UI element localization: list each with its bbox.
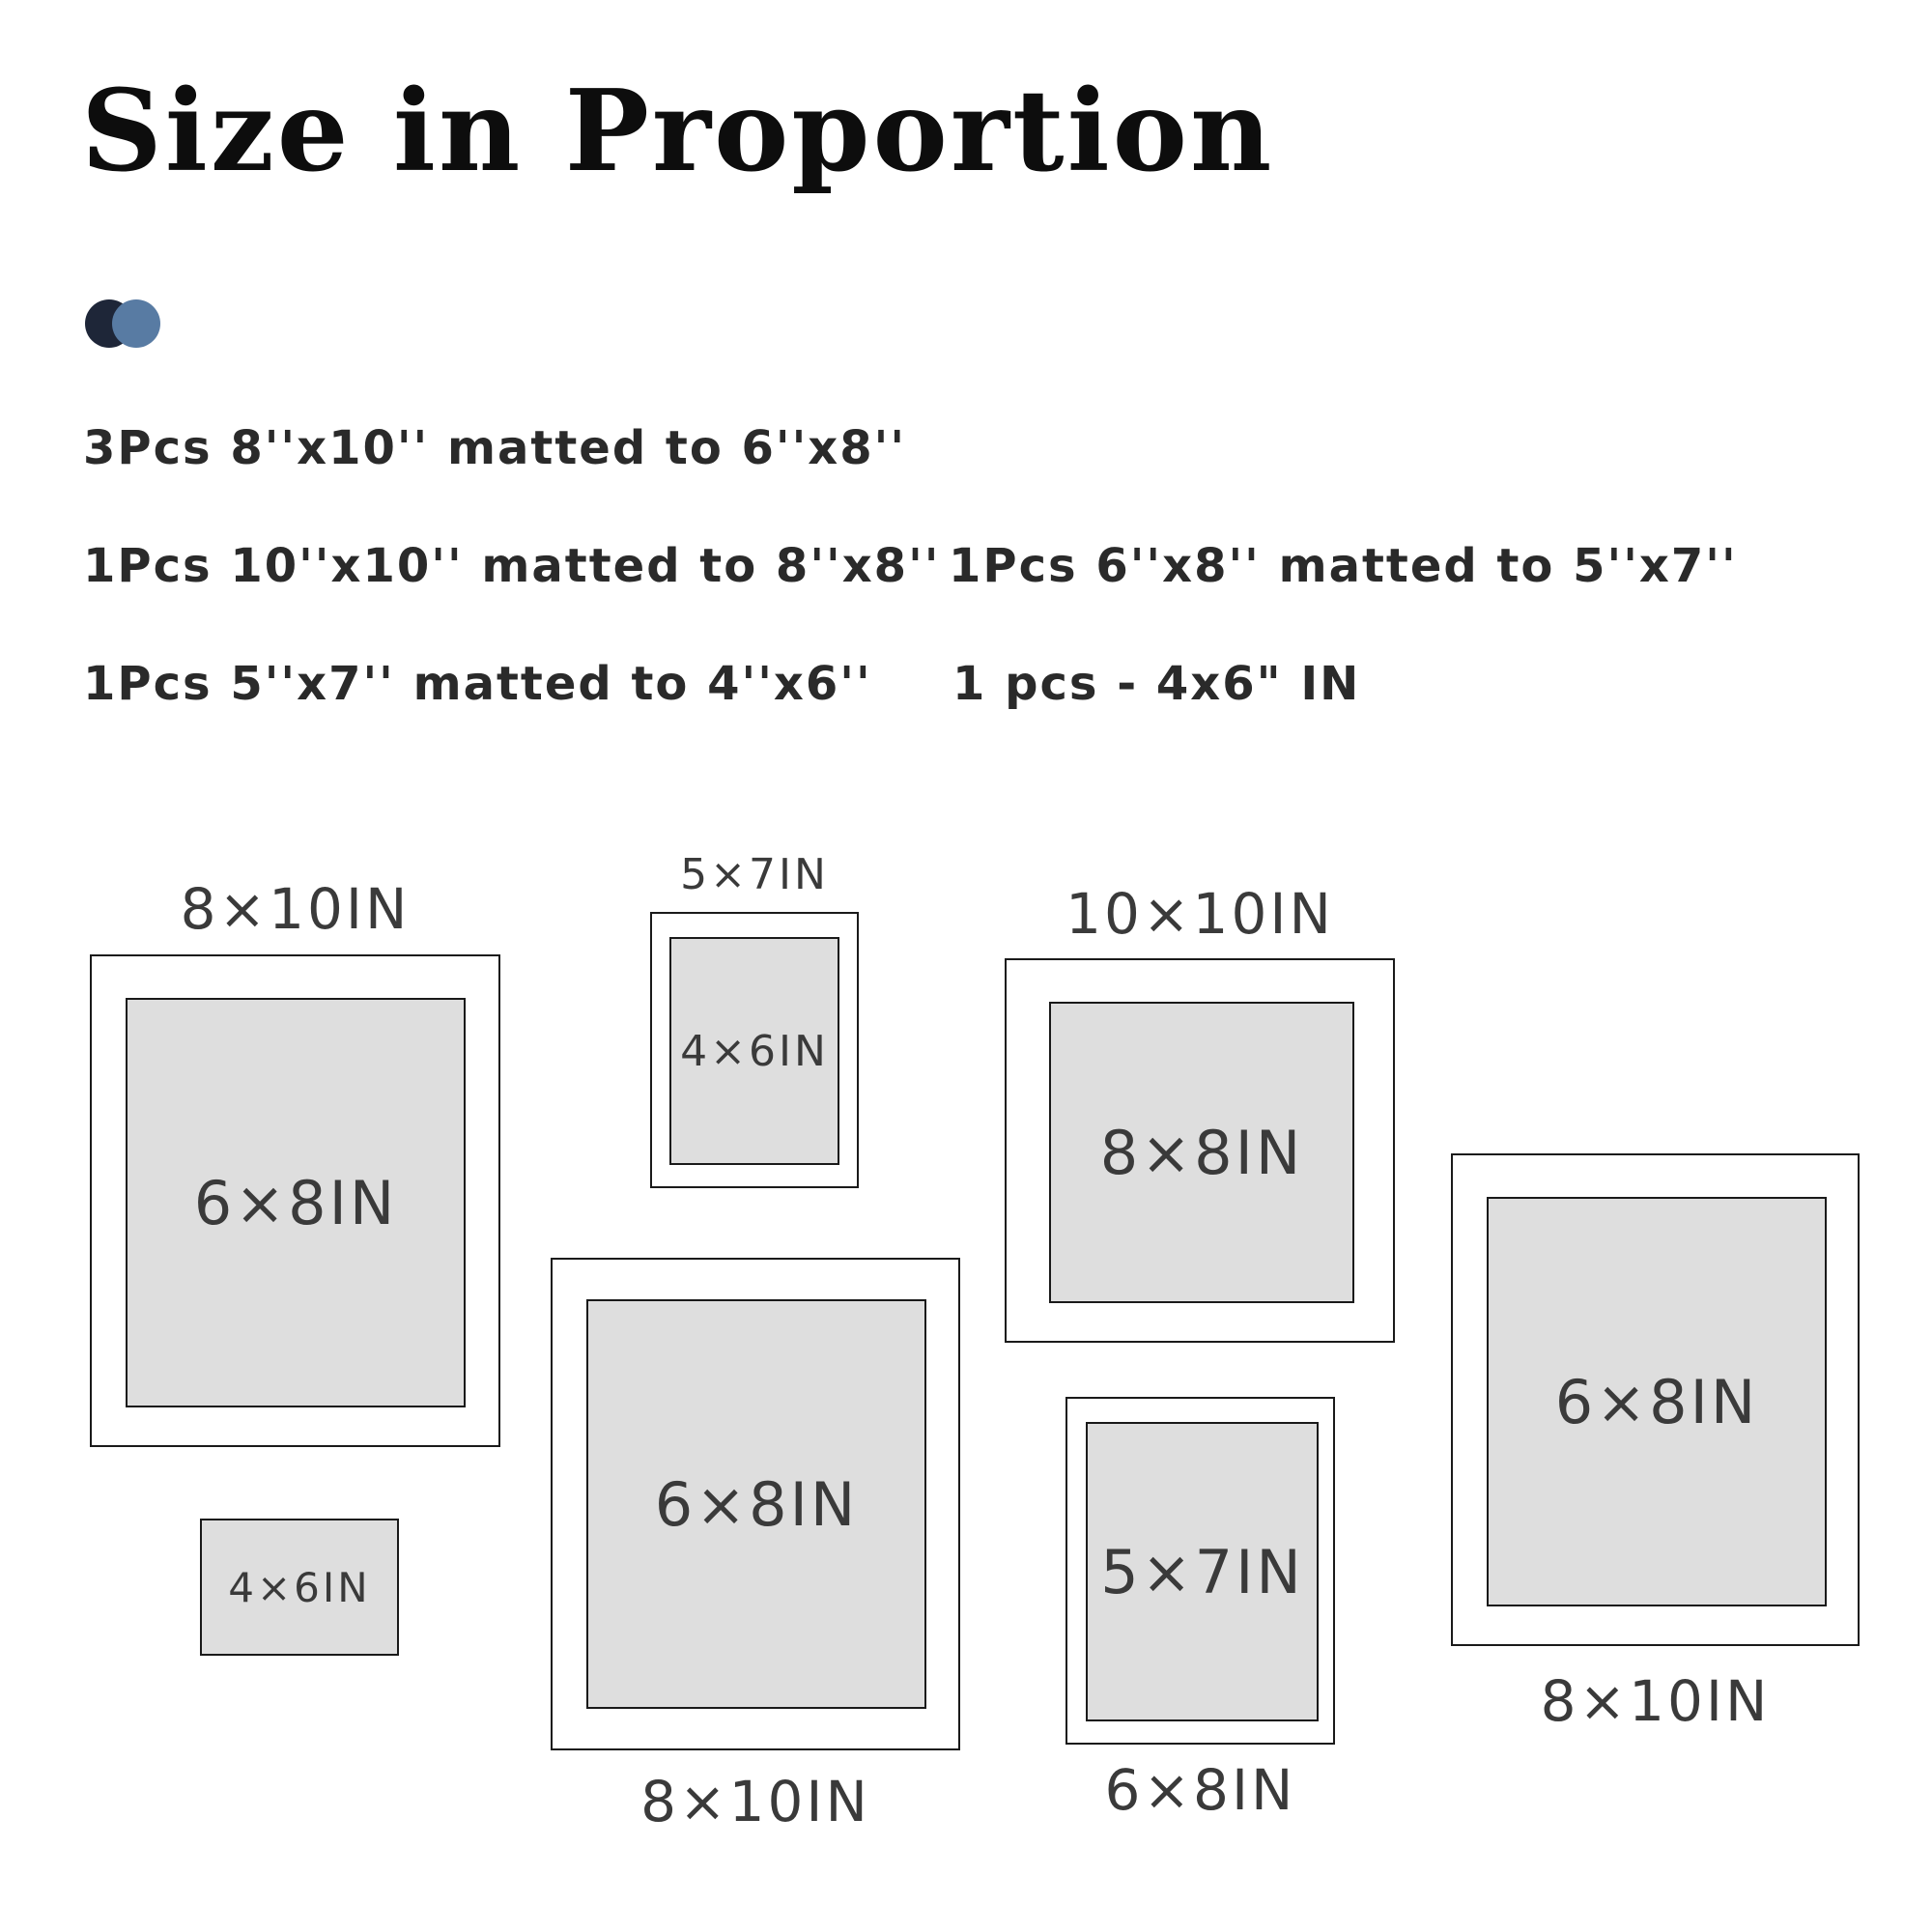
spec-line: 1 pcs - 4x6" IN xyxy=(952,657,1361,711)
frame-outer-size-label: 6×8IN xyxy=(1104,1757,1296,1823)
frame-outer-size-label: 10×10IN xyxy=(1065,881,1334,947)
frame-outer-size-label: 5×7IN xyxy=(680,850,829,899)
picture-frame: 8×8IN xyxy=(1005,958,1395,1343)
spec-line: 1Pcs 6''x8'' matted to 5''x7'' xyxy=(949,539,1738,593)
frame-outer-size-label: 8×10IN xyxy=(640,1769,870,1834)
mat-opening: 6×8IN xyxy=(126,998,466,1407)
picture-frame: 5×7IN xyxy=(1065,1397,1335,1745)
mat-opening: 8×8IN xyxy=(1049,1002,1354,1303)
mat-opening: 5×7IN xyxy=(1086,1422,1319,1721)
picture-frame: 6×8IN xyxy=(1451,1153,1860,1646)
spec-line: 3Pcs 8''x10'' matted to 6''x8'' xyxy=(83,421,907,475)
color-swatch-blue[interactable] xyxy=(112,299,160,348)
frame-outer-size-label: 8×10IN xyxy=(1540,1668,1771,1734)
spec-line: 1Pcs 5''x7'' matted to 4''x6'' xyxy=(83,657,872,711)
picture-frame: 6×8IN xyxy=(90,954,500,1447)
picture-frame: 6×8IN xyxy=(551,1258,960,1750)
spec-line: 1Pcs 10''x10'' matted to 8''x8'' xyxy=(83,539,941,593)
frame-outer-size-label: 8×10IN xyxy=(180,876,411,942)
mat-opening: 6×8IN xyxy=(1487,1197,1827,1606)
picture-frame: 4×6IN xyxy=(650,912,859,1188)
mat-opening: 4×6IN xyxy=(669,937,839,1165)
print-4x6: 4×6IN xyxy=(200,1519,399,1656)
mat-opening: 6×8IN xyxy=(586,1299,926,1709)
page-title: Size in Proportion xyxy=(81,66,1275,197)
